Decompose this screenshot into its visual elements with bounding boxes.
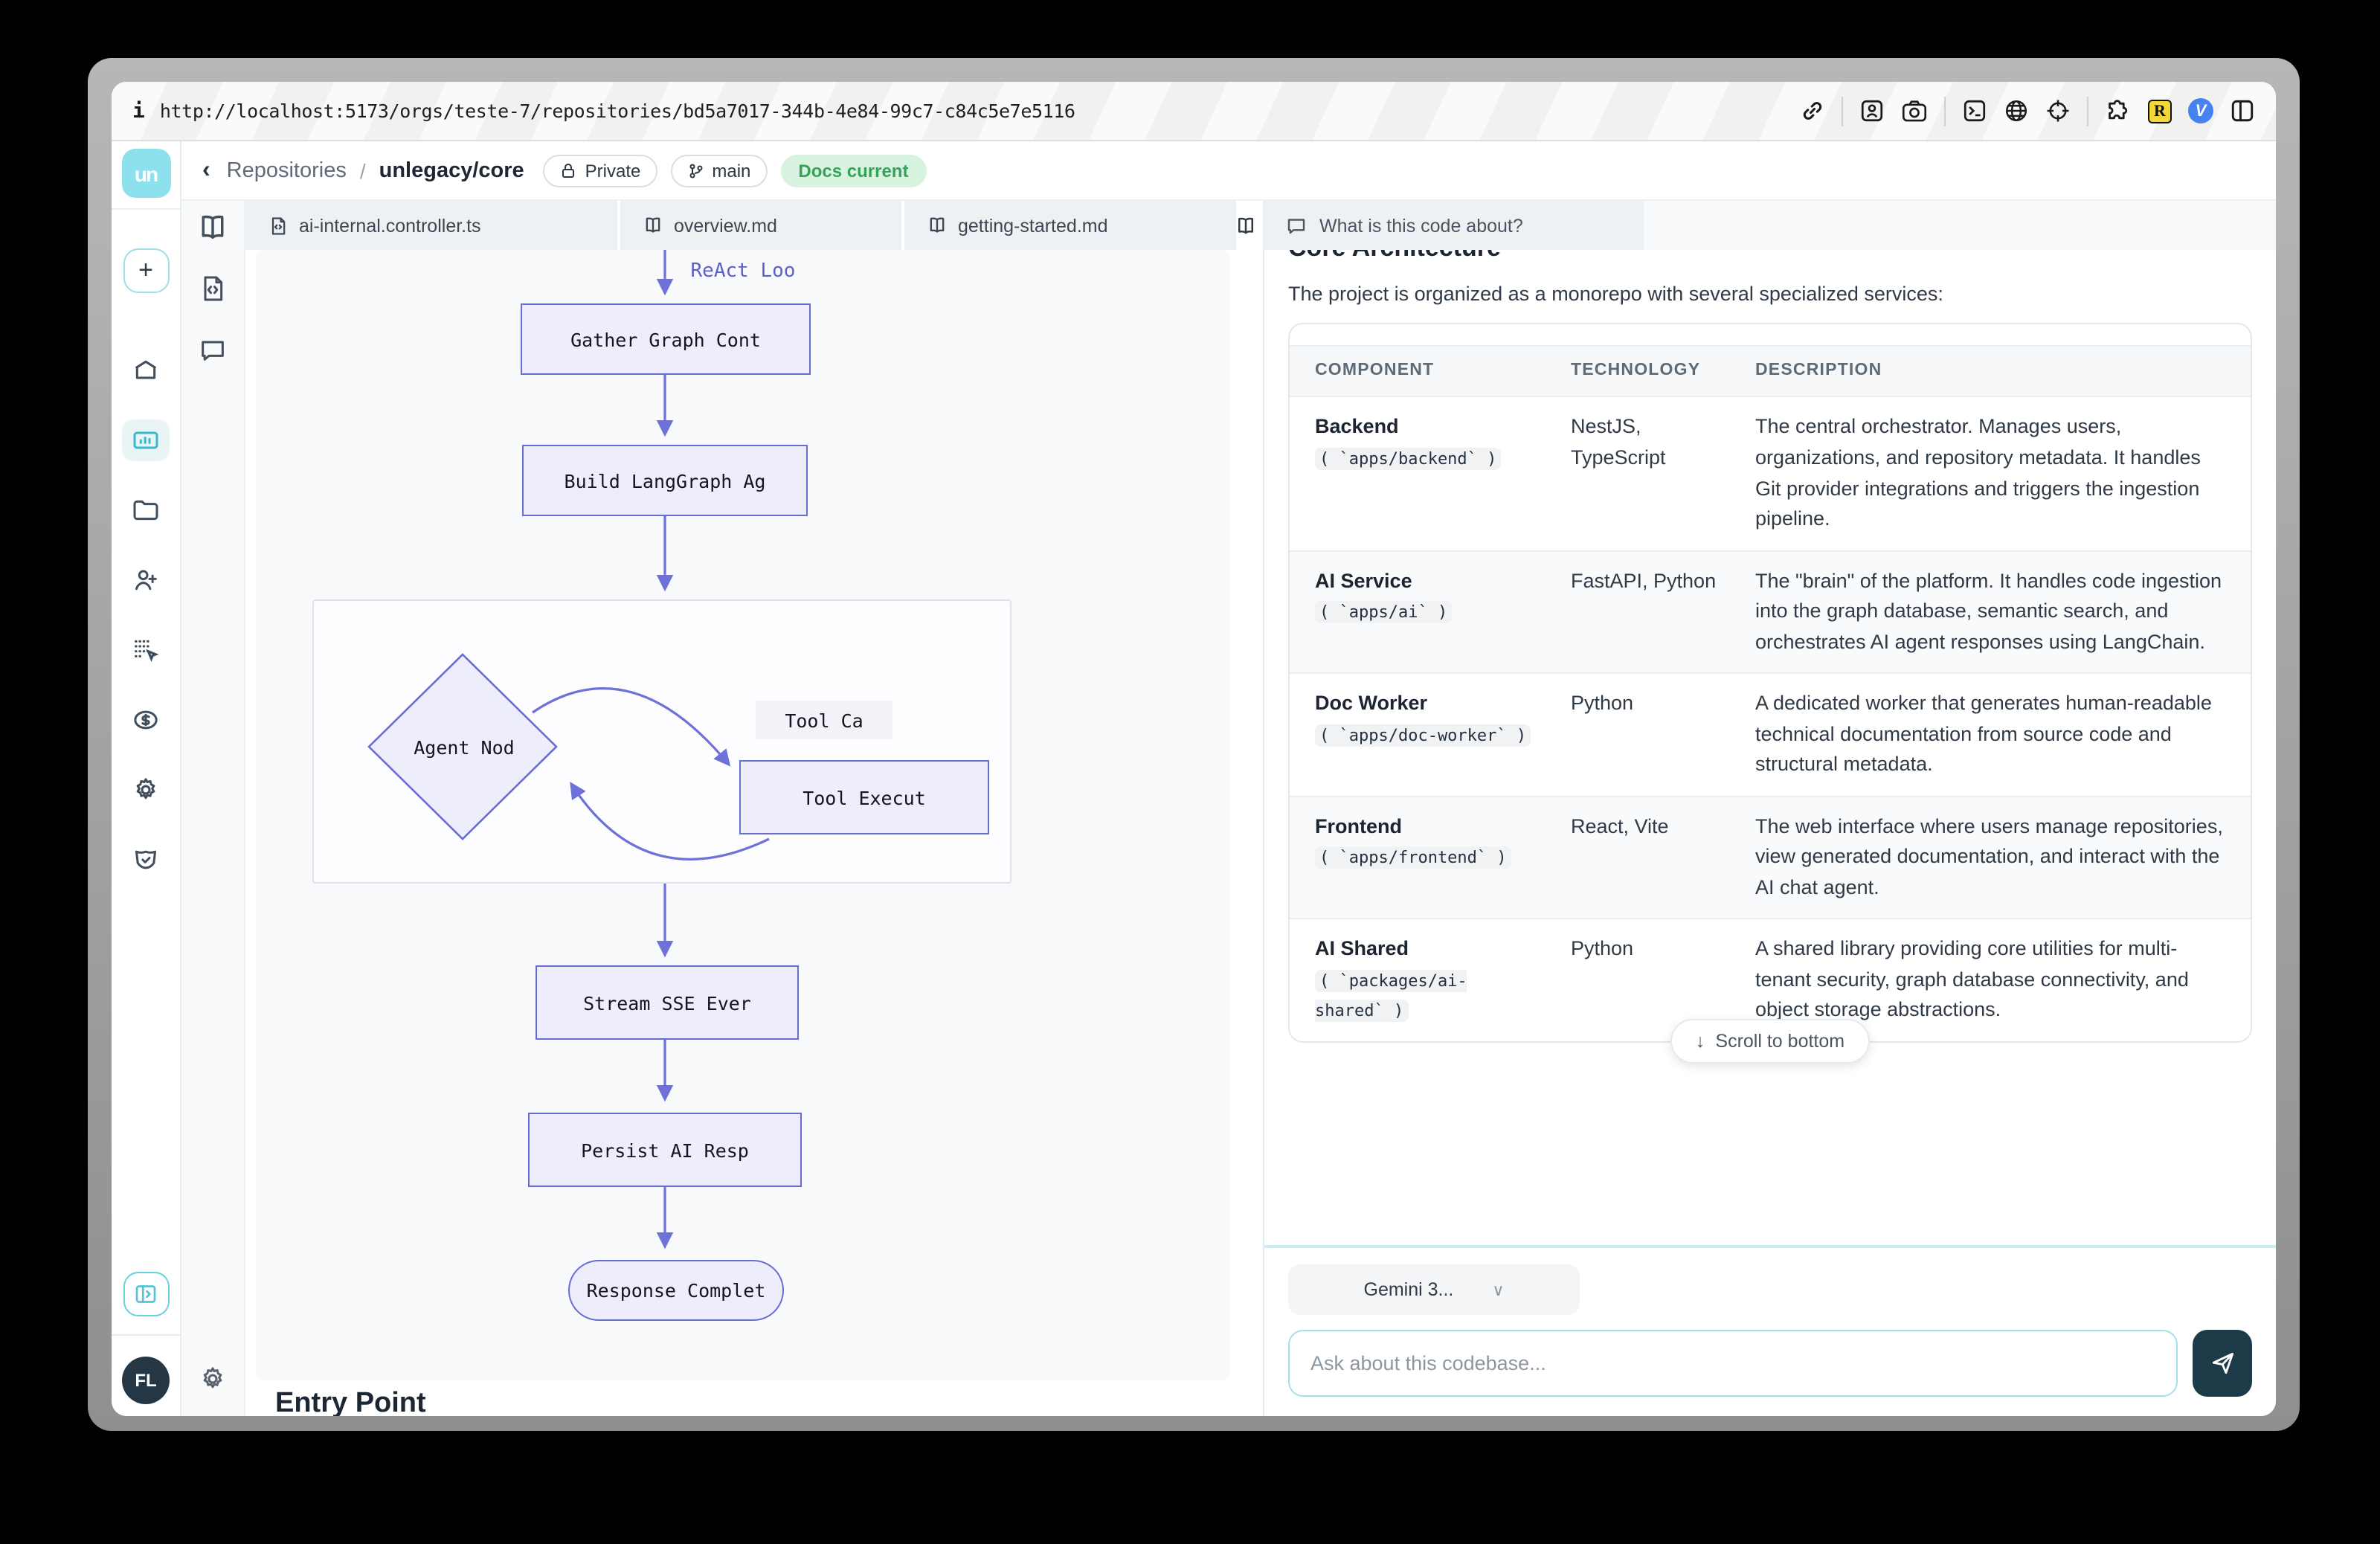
breadcrumb-repositories[interactable]: Repositories	[226, 158, 347, 182]
sidebar-divider	[112, 1334, 180, 1336]
home-icon[interactable]	[122, 350, 170, 391]
extension-r-icon[interactable]: R	[2148, 99, 2172, 123]
git-branch-icon	[686, 161, 704, 179]
chat-section-heading: Core Architecture	[1288, 250, 2252, 263]
repositories-icon[interactable]	[122, 419, 170, 461]
flow-node-tool-executor[interactable]: Tool Execut	[739, 760, 989, 834]
flow-node-agent-diamond	[367, 653, 558, 840]
breadcrumb-separator: /	[359, 158, 366, 182]
col-component: COMPONENT	[1315, 361, 1435, 379]
flow-node-response-complete[interactable]: Response Complet	[568, 1260, 784, 1321]
table-row: AI Service ( `apps/ai` ) FastAPI, Python…	[1290, 550, 2251, 673]
tab-truncated-book-icon[interactable]	[1235, 201, 1258, 250]
toolbar-separator	[2087, 96, 2088, 126]
url-bar: i http://localhost:5173/orgs/teste-7/rep…	[112, 82, 2276, 141]
table-row: Frontend ( `apps/frontend` ) React, Vite…	[1290, 795, 2251, 919]
docs-status-badge: Docs current	[780, 154, 927, 187]
browser-window: i http://localhost:5173/orgs/teste-7/rep…	[88, 58, 2300, 1431]
settings-icon[interactable]	[122, 769, 170, 811]
split-view-icon[interactable]	[2230, 98, 2255, 123]
table-header-row: COMPONENT TECHNOLOGY DESCRIPTION	[1290, 345, 2251, 396]
image-icon[interactable]	[1859, 98, 1885, 123]
sidebar-divider	[112, 208, 180, 210]
chat-bubble-icon[interactable]	[198, 335, 228, 372]
repo-header: ‹ Repositories / unlegacy/core Private m…	[181, 141, 2276, 201]
terminal-icon[interactable]	[1962, 98, 1987, 123]
document-tabstrip: ai-internal.controller.ts overview.md ge…	[245, 201, 1263, 250]
browser-toolbar-icons: R V	[1800, 96, 2255, 126]
chat-tab[interactable]: What is this code about?	[1264, 201, 1644, 250]
document-panel: ai-internal.controller.ts overview.md ge…	[245, 201, 1264, 1416]
user-avatar[interactable]: FL	[122, 1357, 170, 1404]
repo-name: unlegacy/core	[379, 158, 524, 182]
diagram-viewport[interactable]: ReAct Loo	[245, 250, 1263, 1416]
tab-ai-internal-controller[interactable]: ai-internal.controller.ts	[245, 201, 617, 250]
invite-user-icon[interactable]	[122, 559, 170, 601]
page-info-icon[interactable]: i	[132, 99, 145, 123]
app-logo[interactable]: un	[121, 149, 170, 198]
chat-input-section: Gemini 3... ∨	[1264, 1245, 2276, 1416]
tab-overview-md[interactable]: overview.md	[620, 201, 901, 250]
extensions-puzzle-icon[interactable]	[2105, 98, 2132, 123]
model-selector[interactable]: Gemini 3... ∨	[1288, 1264, 1580, 1315]
back-chevron-icon[interactable]: ‹	[202, 157, 210, 182]
flow-node-agent-label[interactable]: Agent Nod	[414, 736, 515, 758]
mermaid-flowchart-canvas[interactable]: ReAct Loo	[256, 250, 1230, 1380]
add-button[interactable]: +	[123, 248, 169, 293]
flow-node-gather[interactable]: Gather Graph Cont	[521, 303, 811, 375]
app-sidebar: un + FL	[112, 141, 181, 1416]
billing-icon[interactable]	[122, 699, 170, 741]
chat-intro-text: The project is organized as a monorepo w…	[1288, 283, 1943, 305]
table-row: AI Shared ( `packages/ai-shared` ) Pytho…	[1290, 918, 2251, 1040]
scroll-to-bottom-button[interactable]: ↓ Scroll to bottom	[1670, 1018, 1871, 1064]
architecture-table: COMPONENT TECHNOLOGY DESCRIPTION Backend…	[1290, 345, 2251, 1040]
paper-plane-icon	[2211, 1352, 2233, 1374]
camera-icon[interactable]	[1901, 98, 1928, 123]
chat-message-area[interactable]: Core Architecture The project is organiz…	[1264, 250, 2276, 1245]
table-row: Doc Worker ( `apps/doc-worker` ) Python …	[1290, 672, 2251, 795]
collapse-sidebar-icon[interactable]	[123, 1272, 169, 1316]
address-url[interactable]: http://localhost:5173/orgs/teste-7/repos…	[159, 100, 1075, 122]
chat-bubble-icon	[1287, 219, 1305, 234]
table-row: Backend ( `apps/backend` ) NestJS, TypeS…	[1290, 396, 2251, 550]
col-technology: TECHNOLOGY	[1571, 361, 1701, 379]
flow-edge-label-tool-call: Tool Ca	[756, 701, 892, 739]
lock-icon	[560, 161, 578, 179]
toolbar-separator	[1842, 96, 1843, 126]
architecture-table-card: COMPONENT TECHNOLOGY DESCRIPTION Backend…	[1288, 323, 2252, 1043]
chevron-down-icon: ∨	[1492, 1281, 1505, 1299]
share-link-icon[interactable]	[1800, 98, 1825, 123]
globe-icon[interactable]	[2004, 98, 2029, 123]
folder-icon[interactable]	[122, 489, 170, 531]
chat-panel: What is this code about? Core Architectu…	[1264, 201, 2276, 1416]
code-file-icon[interactable]	[198, 274, 228, 311]
extension-v-icon[interactable]: V	[2188, 98, 2213, 123]
visibility-badge: Private	[543, 154, 657, 187]
grid-select-icon[interactable]	[122, 629, 170, 671]
view-switcher-sidebar	[181, 201, 245, 1416]
docs-book-icon[interactable]	[196, 213, 229, 250]
flow-node-stream[interactable]: Stream SSE Ever	[536, 965, 799, 1040]
tab-getting-started-md[interactable]: getting-started.md	[904, 201, 1236, 250]
security-shield-icon[interactable]	[122, 839, 170, 881]
flow-node-persist[interactable]: Persist AI Resp	[528, 1113, 802, 1187]
col-description: DESCRIPTION	[1755, 361, 1882, 379]
diagram-settings-icon[interactable]	[198, 1364, 228, 1401]
arrow-down-icon: ↓	[1695, 1030, 1705, 1052]
toolbar-separator	[1944, 96, 1946, 126]
flow-node-build[interactable]: Build LangGraph Ag	[522, 445, 808, 516]
flow-edges	[367, 250, 770, 1249]
crosshair-icon[interactable]	[2045, 98, 2071, 123]
branch-badge[interactable]: main	[670, 154, 768, 187]
entry-point-heading: Entry Point	[275, 1388, 426, 1416]
flow-subgraph-label: ReAct Loo	[690, 260, 796, 283]
send-button[interactable]	[2193, 1330, 2252, 1397]
chat-input[interactable]	[1288, 1330, 2178, 1397]
